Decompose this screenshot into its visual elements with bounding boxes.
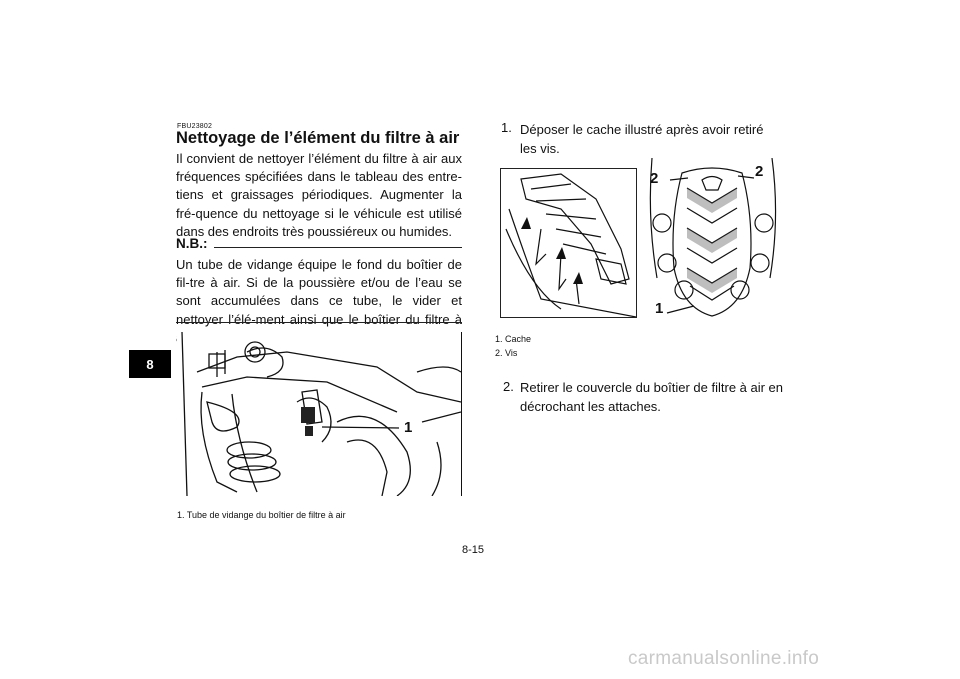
figure2-callout-2-left: 2	[650, 170, 659, 187]
step-2-number: 2.	[503, 379, 514, 394]
section-title: Nettoyage de l’élément du filtre à air	[176, 129, 460, 147]
figure-drain-tube	[177, 332, 462, 496]
figure-cache-front	[642, 158, 782, 320]
note-text: Un tube de vidange équipe le fond du boî…	[176, 257, 462, 345]
figure2-caption-vis: 2. Vis	[495, 348, 518, 358]
figure2-callout-1: 1	[655, 300, 664, 317]
note-top-rule	[214, 247, 462, 248]
chapter-tab: 8	[129, 350, 171, 378]
watermark: carmanualsonline.info	[628, 648, 820, 669]
note-label: N.B.:	[176, 236, 208, 251]
figure1-callout: 1	[404, 419, 413, 436]
section-code: FBU23802	[177, 123, 213, 130]
figure-cache-detail	[500, 168, 637, 318]
figure2-callout-2-right: 2	[755, 163, 764, 180]
page-number: 8-15	[462, 544, 485, 556]
step-1-number: 1.	[501, 120, 512, 135]
figure2-caption-cache: 1. Cache	[495, 334, 532, 344]
note-bottom-rule	[176, 322, 462, 323]
figure1-caption: 1. Tube de vidange du boîtier de filtre …	[177, 510, 346, 520]
section-body: Il convient de nettoyer l’élément du fil…	[176, 151, 462, 239]
step-1-text: Déposer le cache illustré après avoir re…	[520, 122, 764, 156]
step-2-text: Retirer le couvercle du boîtier de filtr…	[520, 380, 784, 414]
